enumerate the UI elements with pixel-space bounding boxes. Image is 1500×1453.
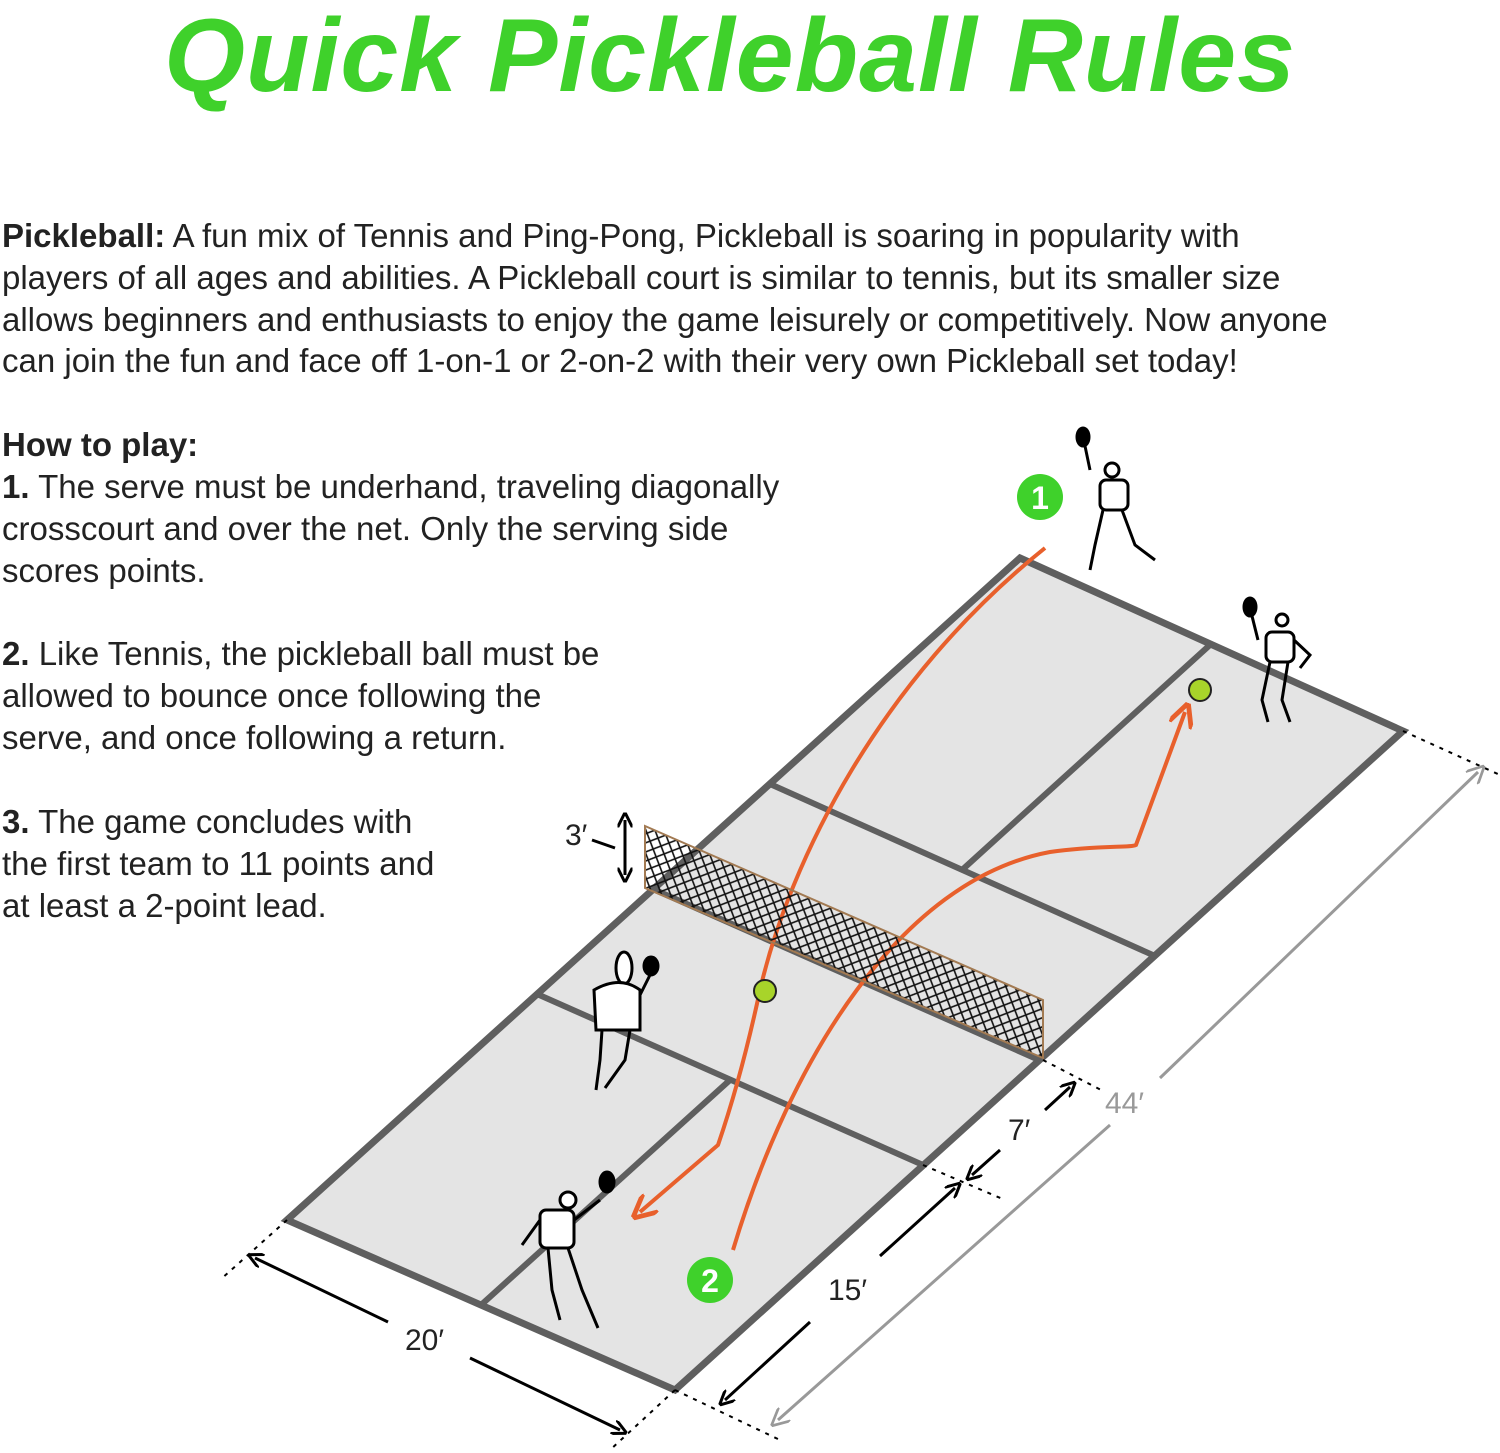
far-center-line bbox=[959, 641, 1214, 873]
width-label: 20′ bbox=[405, 1324, 444, 1357]
ball-icon bbox=[1188, 678, 1212, 702]
rule-2: 2. Like Tennis, the pickleball ball must… bbox=[2, 634, 599, 674]
player-far-1 bbox=[1075, 426, 1156, 571]
rule-3: 3. The game concludes with bbox=[2, 802, 412, 842]
marker-1-label: 1 bbox=[1031, 480, 1049, 516]
rule-text: The serve must be underhand, traveling d… bbox=[29, 468, 780, 505]
length-label: 44′ bbox=[1105, 1087, 1144, 1120]
player-near-2 bbox=[520, 1170, 616, 1329]
net bbox=[644, 824, 1044, 1060]
rule-3-line: the first team to 11 points and bbox=[2, 845, 435, 882]
intro-line: can join the fun and face off 1-on-1 or … bbox=[2, 342, 1238, 379]
intro-line: Pickleball: A fun mix of Tennis and Ping… bbox=[2, 216, 1240, 256]
rule-text: The game concludes with bbox=[29, 803, 413, 840]
length-arrow bbox=[778, 772, 1478, 1420]
rule-number: 3. bbox=[2, 803, 30, 840]
player-near-1 bbox=[592, 950, 660, 1091]
rule-text: Like Tennis, the pickleball ball must be bbox=[29, 635, 600, 672]
player-icon bbox=[520, 426, 1313, 1329]
ball-icon bbox=[753, 979, 777, 1003]
dimension-arrows bbox=[255, 820, 1070, 1430]
net-height-label: 3′ bbox=[565, 819, 588, 852]
marker-2-label: 2 bbox=[701, 1263, 719, 1299]
intro-label: Pickleball: bbox=[2, 217, 166, 254]
baseline-zone-label: 15′ bbox=[828, 1274, 867, 1307]
rule-2-line: allowed to bounce once following the bbox=[2, 677, 542, 714]
page-title: Quick Pickleball Rules bbox=[164, 0, 1296, 114]
intro-text: A fun mix of Tennis and Ping-Pong, Pickl… bbox=[165, 217, 1240, 254]
marker-1: 1 bbox=[1017, 474, 1063, 520]
return-trajectory bbox=[731, 712, 1185, 1251]
intro-line: allows beginners and enthusiasts to enjo… bbox=[2, 301, 1328, 338]
rule-number: 2. bbox=[2, 635, 30, 672]
player-far-2 bbox=[1242, 596, 1313, 723]
rule-1-line: crosscourt and over the net. Only the se… bbox=[2, 510, 729, 547]
rule-1: 1. The serve must be underhand, travelin… bbox=[2, 467, 779, 507]
rule-1-line: scores points. bbox=[2, 552, 206, 589]
extension-lines bbox=[219, 730, 1500, 1451]
rule-2-line: serve, and once following a return. bbox=[2, 719, 507, 756]
how-to-play-heading: How to play: bbox=[2, 426, 199, 463]
kitchen-label: 7′ bbox=[1008, 1114, 1031, 1147]
rule-number: 1. bbox=[2, 468, 30, 505]
rule-3-line: at least a 2-point lead. bbox=[2, 887, 327, 924]
intro-line: players of all ages and abilities. A Pic… bbox=[2, 259, 1281, 296]
marker-2: 2 bbox=[687, 1257, 733, 1303]
